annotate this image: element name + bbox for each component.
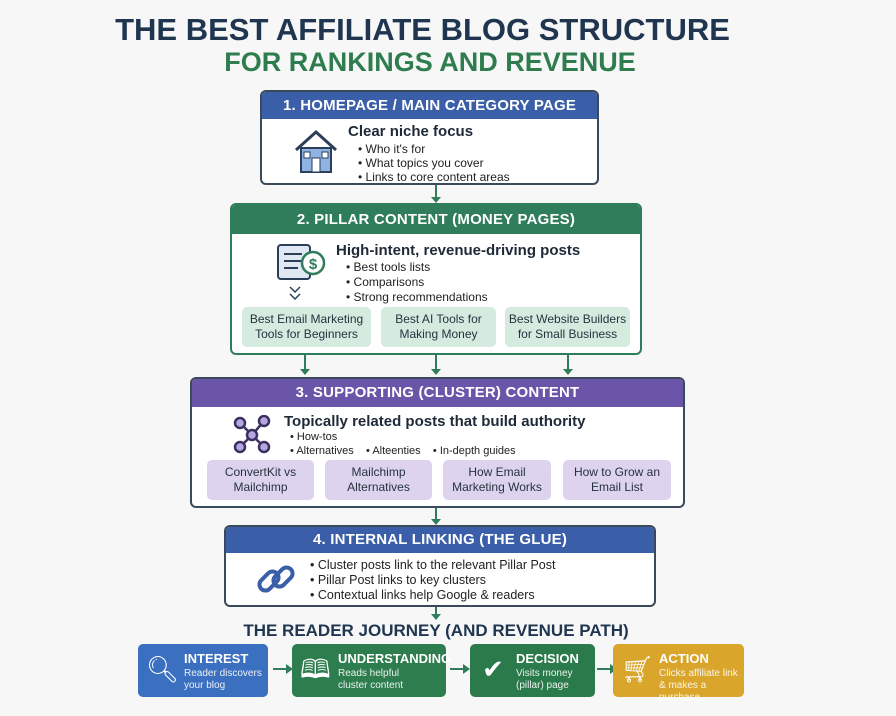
title-line-1: THE BEST AFFILIATE BLOG STRUCTURE xyxy=(115,12,730,47)
bullet: Strong recommendations xyxy=(346,290,488,305)
bullet: What topics you cover xyxy=(358,156,510,170)
bullet: Best tools lists xyxy=(346,260,488,275)
journey-title: THE READER JOURNEY (AND REVENUE PATH) xyxy=(243,621,629,640)
bullet: Links to core content areas xyxy=(358,170,510,183)
cluster-post-card[interactable]: How to Grow an Email List xyxy=(563,460,671,500)
book-icon: 🕮︎ xyxy=(300,654,331,684)
arrow-right xyxy=(597,664,617,674)
arrow-down xyxy=(431,508,441,525)
step-title: UNDERSTANDING xyxy=(338,651,452,666)
arrow-down xyxy=(431,607,441,620)
chain-link-icon xyxy=(257,565,295,593)
network-icon xyxy=(233,415,271,454)
step-title: DECISION xyxy=(516,651,579,666)
bullet: Contextual links help Google & readers xyxy=(310,588,555,603)
checkmark-icon: ✔ xyxy=(482,654,504,684)
svg-text:$: $ xyxy=(309,256,318,273)
journey-step-understanding: 🕮︎ UNDERSTANDING Reads helpful cluster c… xyxy=(292,644,451,697)
bullet: In-depth guides xyxy=(433,445,516,457)
pillar-page-card[interactable]: Best Email Marketing Tools for Beginners xyxy=(242,307,371,347)
journey-step-interest: 🔍︎ INTEREST Reader discovers your blog xyxy=(138,644,268,697)
step-description: Visits money (pillar) page xyxy=(516,668,573,691)
journey-step-decision: ✔ DECISION Visits money (pillar) page xyxy=(470,644,595,697)
bullet: Comparisons xyxy=(346,275,488,290)
pillar-page-card[interactable]: Best Website Builders for Small Business xyxy=(505,307,630,347)
arrow-right xyxy=(450,664,470,674)
section-heading: High-intent, revenue-driving posts xyxy=(336,242,581,259)
section-heading: Topically related posts that build autho… xyxy=(284,413,586,430)
section-internal-linking: 4. INTERNAL LINKING (THE GLUE) Cluster p… xyxy=(224,525,656,607)
cart-icon: 🛒︎ xyxy=(621,654,655,684)
search-icon: 🔍︎ xyxy=(146,654,180,684)
section-pillar-content: 2. PILLAR CONTENT (MONEY PAGES) $ High-i… xyxy=(230,203,642,355)
house-icon xyxy=(294,129,338,173)
section-homepage: 1. HOMEPAGE / MAIN CATEGORY PAGE Clear n… xyxy=(260,90,599,185)
bullet: Cluster posts link to the relevant Pilla… xyxy=(310,558,556,573)
step-description: Clicks affiliate link & makes a purchase xyxy=(659,668,738,703)
pillar-page-card[interactable]: Best AI Tools for Making Money xyxy=(381,307,496,347)
title-line-2: FOR RANKINGS AND REVENUE xyxy=(224,47,636,77)
bullet: Pillar Post links to key clusters xyxy=(310,573,555,588)
section-header: 2. PILLAR CONTENT (MONEY PAGES) xyxy=(232,205,640,234)
arrow-down xyxy=(300,355,310,375)
bullet: How-tos xyxy=(290,430,516,444)
section-header: 4. INTERNAL LINKING (THE GLUE) xyxy=(226,527,654,553)
bullet: Alternatives xyxy=(290,445,354,457)
step-title: ACTION xyxy=(659,651,709,666)
journey-step-action: 🛒︎ ACTION Clicks affiliate link & makes … xyxy=(613,644,744,703)
step-description: Reads helpful cluster content xyxy=(338,668,404,691)
cluster-post-card[interactable]: ConvertKit vs Mailchimp xyxy=(207,460,314,500)
section-cluster-content: 3. SUPPORTING (CLUSTER) CONTENT Topicall… xyxy=(190,377,685,508)
arrow-down xyxy=(431,185,441,203)
arrow-right xyxy=(273,664,293,674)
cluster-post-card[interactable]: How Email Marketing Works xyxy=(443,460,551,500)
section-header: 1. HOMEPAGE / MAIN CATEGORY PAGE xyxy=(262,92,597,119)
cluster-post-card[interactable]: Mailchimp Alternatives xyxy=(325,460,432,500)
section-heading: Clear niche focus xyxy=(348,123,474,140)
arrow-down xyxy=(431,355,441,375)
bullet: Who it's for xyxy=(358,142,510,156)
step-description: Reader discovers your blog xyxy=(184,668,262,691)
step-title: INTEREST xyxy=(184,651,249,666)
section-header: 3. SUPPORTING (CLUSTER) CONTENT xyxy=(192,379,683,407)
bullet: Alteenties xyxy=(366,445,421,457)
arrow-down xyxy=(563,355,573,375)
money-document-icon: $ xyxy=(277,244,326,301)
